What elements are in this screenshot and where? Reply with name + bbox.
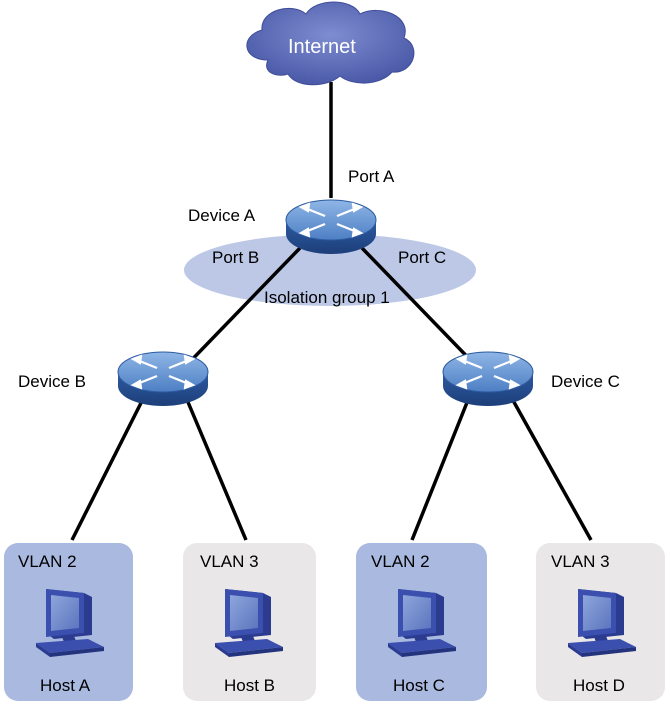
host-a-label: Host A	[40, 676, 91, 695]
link-device-b-host-b	[183, 394, 248, 541]
host-b-vlan-label: VLAN 3	[200, 552, 259, 571]
device-b-label: Device B	[18, 372, 87, 391]
host-c-vlan-label: VLAN 2	[371, 552, 430, 571]
host-a-vlan-label: VLAN 2	[18, 552, 77, 571]
host-d-label: Host D	[573, 676, 625, 695]
link-device-a-device-b	[178, 246, 302, 374]
network-switch-icon	[116, 350, 210, 408]
host-b-label: Host B	[224, 676, 276, 695]
internet-cloud-icon	[246, 1, 415, 86]
device-c-label: Device C	[551, 372, 620, 391]
port-b-label: Port B	[212, 248, 260, 267]
link-device-a-device-c	[360, 246, 484, 374]
host-d-vlan-label: VLAN 3	[551, 552, 610, 571]
internet-label: Internet	[288, 36, 356, 58]
host-c-label: Host C	[393, 676, 445, 695]
link-device-c-host-c	[410, 394, 472, 541]
network-switch-icon	[284, 198, 378, 256]
device-a-label: Device A	[188, 206, 256, 225]
isolation-group-label: Isolation group 1	[264, 288, 390, 307]
link-device-b-host-a	[70, 394, 147, 541]
port-c-label: Port C	[398, 248, 447, 267]
port-a-label: Port A	[348, 167, 395, 186]
network-links	[70, 82, 593, 541]
link-device-c-host-d	[508, 394, 593, 541]
network-switch-icon	[441, 350, 535, 408]
